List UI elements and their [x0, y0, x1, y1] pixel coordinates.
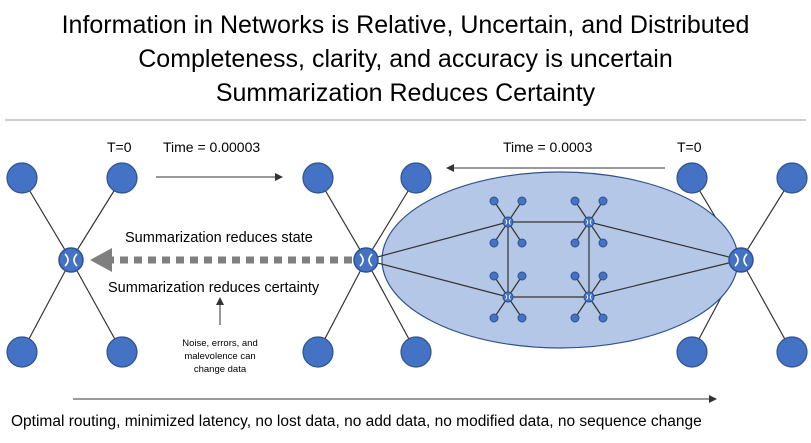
- time-left-label: Time = 0.00003: [163, 139, 260, 155]
- time-right-label: Time = 0.0003: [503, 139, 593, 155]
- router-icon-right: [728, 247, 754, 273]
- title-line-3: Summarization Reduces Certainty: [215, 79, 596, 107]
- router-icon-middle: [353, 247, 379, 273]
- bottom-caption: Optimal routing, minimized latency, no l…: [11, 413, 702, 430]
- summarization-state-label: Summarization reduces state: [125, 230, 313, 246]
- host-nodes: [6, 162, 808, 368]
- network-cloud: [381, 171, 739, 349]
- cloud-router-icon: [502, 291, 514, 303]
- cloud-router-icon: [583, 291, 595, 303]
- cloud-router-icon: [583, 216, 595, 228]
- middle-topology: [317, 177, 417, 353]
- t0-right-label: T=0: [677, 139, 702, 155]
- noise-label-line3: change data: [194, 364, 247, 375]
- t0-left-label: T=0: [107, 139, 132, 155]
- summarization-arrowhead: [90, 248, 112, 272]
- noise-label-line2: malevolence can: [184, 351, 255, 362]
- title-line-2: Completeness, clarity, and accuracy is u…: [138, 45, 673, 73]
- cloud-nodes: [489, 196, 608, 323]
- noise-label-line1: Noise, errors, and: [182, 338, 258, 349]
- title-line-1: Information in Networks is Relative, Unc…: [61, 11, 750, 39]
- router-icon-left: [58, 247, 84, 273]
- summarization-certainty-label: Summarization reduces certainty: [108, 280, 320, 296]
- left-topology: [21, 177, 123, 353]
- cloud-router-icon: [502, 216, 514, 228]
